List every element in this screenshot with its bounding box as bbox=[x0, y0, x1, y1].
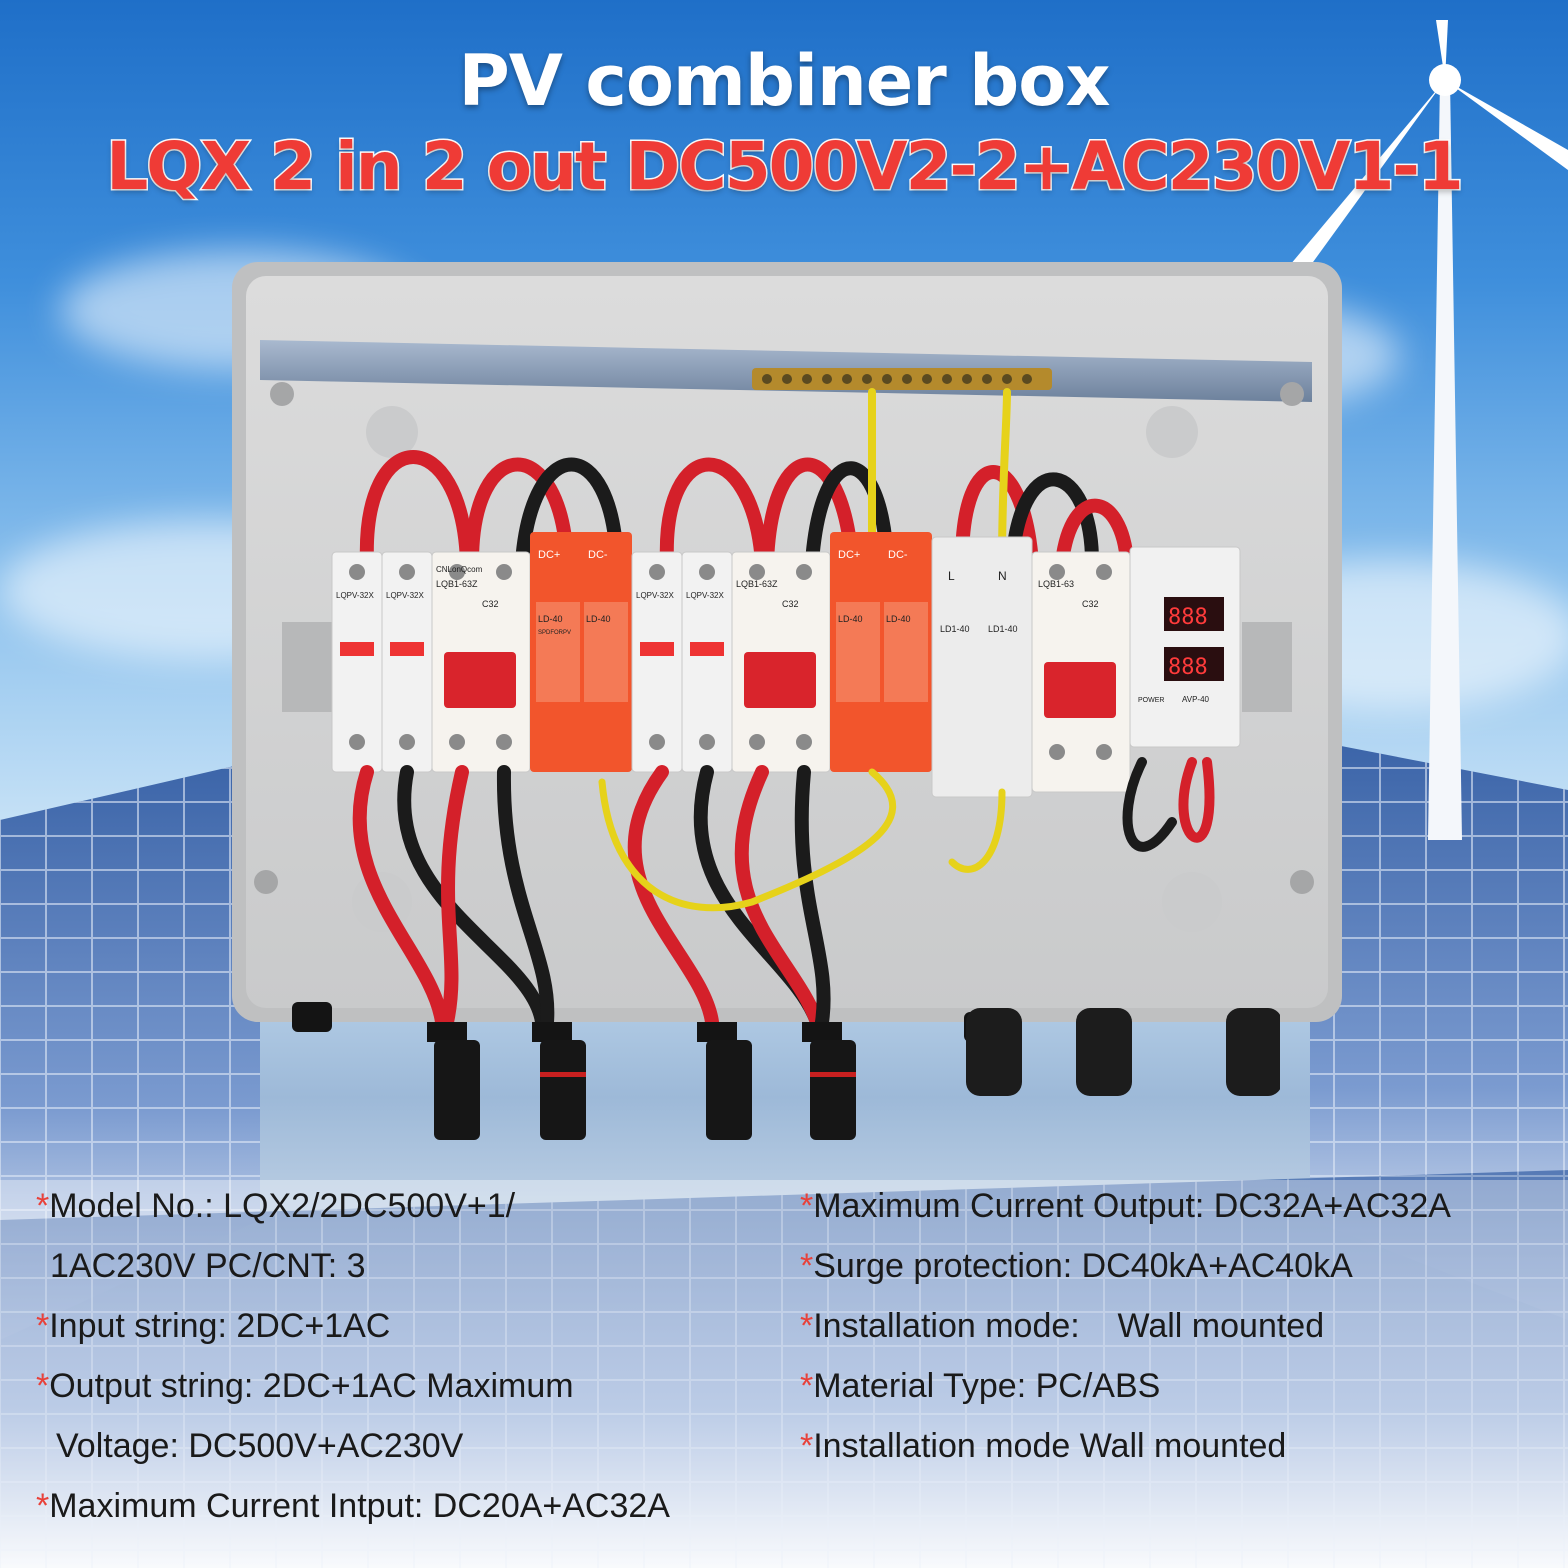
spec-text: Surge protection: DC40kA+AC40kA bbox=[813, 1247, 1353, 1285]
spec-bullet: * bbox=[800, 1427, 814, 1465]
spec-output-string: *Output string: 2DC+1AC Maximum bbox=[36, 1356, 796, 1416]
spec-text: Maximum Current Intput: DC20A+AC32A bbox=[49, 1487, 670, 1525]
dc-minus-label: DC- bbox=[888, 549, 908, 561]
fuse-holder-label: LQPV-32X bbox=[386, 591, 424, 600]
page-title: PV combiner box bbox=[458, 40, 1110, 122]
ac-spd-label: LD1-40 bbox=[940, 624, 970, 634]
dc-plus-label: DC+ bbox=[538, 549, 560, 561]
dc-breaker-label: LQB1-63Z bbox=[436, 579, 478, 589]
page-subtitle: LQX 2 in 2 out DC500V2-2+AC230V1-1 bbox=[105, 127, 1465, 207]
spec-bullet: * bbox=[800, 1307, 814, 1345]
spec-text: Installation mode Wall mounted bbox=[813, 1427, 1287, 1465]
dc-plus-label: DC+ bbox=[838, 549, 860, 561]
dc-spd-label: LD-40 bbox=[586, 614, 611, 624]
spec-surge-protection: *Surge protection: DC40kA+AC40kA bbox=[800, 1236, 1540, 1296]
spec-text: Input string: 2DC+1AC bbox=[49, 1307, 391, 1345]
voltage-protector-label: AVP-40 bbox=[1182, 695, 1210, 704]
solar-panels-background bbox=[0, 740, 1568, 1568]
spec-installation-mode: *Installation mode: Wall mounted bbox=[800, 1296, 1540, 1356]
spec-bullet: * bbox=[36, 1307, 50, 1345]
module-row bbox=[331, 532, 1241, 798]
spec-text: Model No.: LQX2/2DC500V+1/ bbox=[49, 1187, 516, 1225]
dc-breaker-rating: C32 bbox=[482, 599, 499, 609]
spec-list-left: *Model No.: LQX2/2DC500V+1/ 1AC230V PC/C… bbox=[36, 1176, 796, 1536]
fuse-holder-label: LQPV-32X bbox=[686, 591, 724, 600]
spec-model-cont: 1AC230V PC/CNT: 3 bbox=[36, 1236, 796, 1296]
fuse-holder-label: LQPV-32X bbox=[636, 591, 674, 600]
voltage-display-upper: 888 bbox=[1168, 605, 1208, 630]
spec-bullet: * bbox=[800, 1247, 814, 1285]
spec-max-current-output: *Maximum Current Output: DC32A+AC32A bbox=[800, 1176, 1540, 1236]
spec-bullet: * bbox=[36, 1187, 50, 1225]
spec-input-string: *Input string: 2DC+1AC bbox=[36, 1296, 796, 1356]
spec-text: Material Type: PC/ABS bbox=[813, 1367, 1161, 1405]
spec-material-type: *Material Type: PC/ABS bbox=[800, 1356, 1540, 1416]
cable-glands bbox=[966, 1008, 1280, 1096]
spec-text: 1AC230V PC/CNT: 3 bbox=[50, 1247, 366, 1285]
spec-max-current-input: *Maximum Current Intput: DC20A+AC32A bbox=[36, 1476, 796, 1536]
ac-breaker-label: LQB1-63 bbox=[1038, 579, 1074, 589]
brand-label: CNLonQcom bbox=[436, 565, 483, 574]
fuse-holder-label: LQPV-32X bbox=[336, 591, 374, 600]
dc-spd-label: LD-40 bbox=[538, 614, 563, 624]
spec-output-string-cont: Voltage: DC500V+AC230V bbox=[36, 1416, 796, 1476]
ac-l-label: L bbox=[948, 569, 955, 583]
spec-model: *Model No.: LQX2/2DC500V+1/ bbox=[36, 1176, 796, 1236]
power-label: POWER bbox=[1138, 697, 1164, 704]
ac-n-label: N bbox=[998, 569, 1007, 583]
dc-spd-type: SPDFORPV bbox=[538, 630, 571, 636]
ac-spd-label: LD1-40 bbox=[988, 624, 1018, 634]
combiner-box-illustration: LQPV-32X LQPV-32X CNLonQcom LQB1-63Z C32… bbox=[232, 262, 1342, 1042]
voltage-display-lower: 888 bbox=[1168, 655, 1208, 680]
mc4-connectors bbox=[434, 1040, 856, 1140]
spec-text: Installation mode: Wall mounted bbox=[813, 1307, 1325, 1345]
spec-text: Output string: 2DC+1AC Maximum bbox=[49, 1367, 574, 1405]
spec-installation-mode-2: *Installation mode Wall mounted bbox=[800, 1416, 1540, 1476]
spec-bullet: * bbox=[800, 1367, 814, 1405]
spec-bullet: * bbox=[36, 1487, 50, 1525]
dc-spd-label: LD-40 bbox=[838, 614, 863, 624]
dc-breaker-rating: C32 bbox=[782, 599, 799, 609]
wind-turbine bbox=[1290, 20, 1568, 840]
spec-bullet: * bbox=[800, 1187, 814, 1225]
dc-breaker-label: LQB1-63Z bbox=[736, 579, 778, 589]
spec-list-right: *Maximum Current Output: DC32A+AC32A *Su… bbox=[800, 1176, 1540, 1476]
dc-spd-label: LD-40 bbox=[886, 614, 911, 624]
ac-breaker-rating: C32 bbox=[1082, 599, 1099, 609]
spec-text: Maximum Current Output: DC32A+AC32A bbox=[813, 1187, 1451, 1225]
spec-bullet: * bbox=[36, 1367, 50, 1405]
dc-minus-label: DC- bbox=[588, 549, 608, 561]
spec-text: Voltage: DC500V+AC230V bbox=[56, 1427, 464, 1465]
